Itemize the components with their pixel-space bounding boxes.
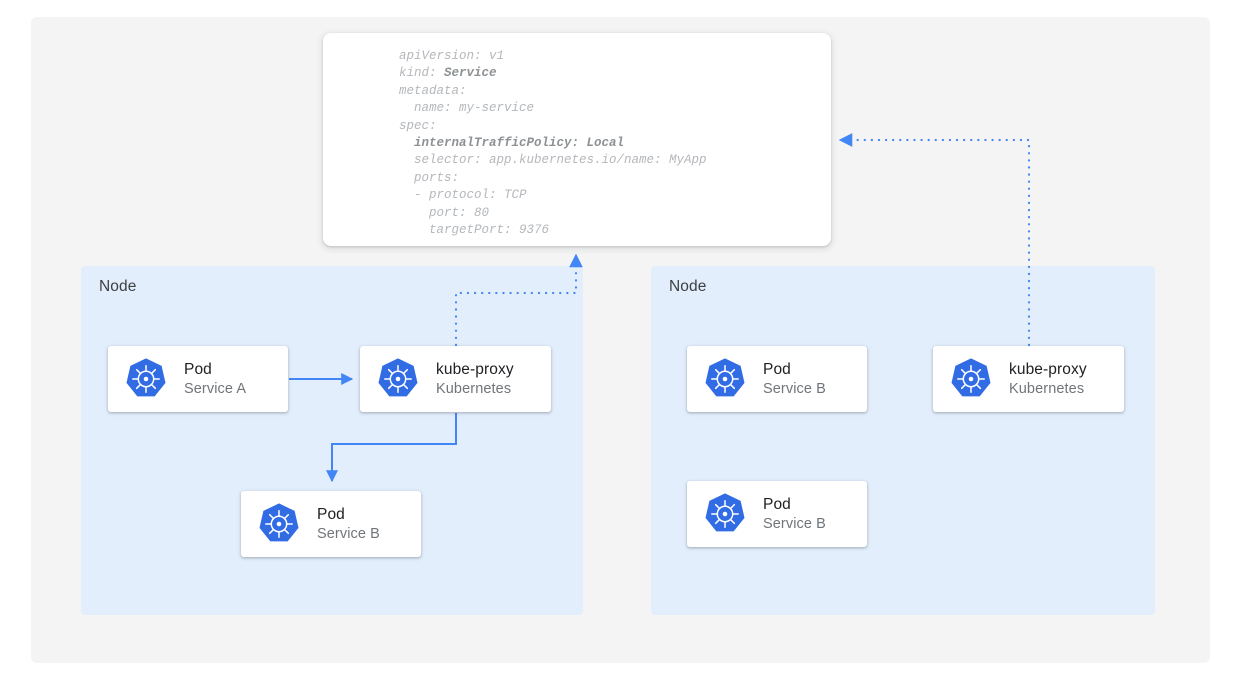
- card-text: Pod Service B: [763, 495, 826, 533]
- card-pod-service-b-right-bottom[interactable]: Pod Service B: [687, 481, 867, 547]
- card-text: Pod Service B: [317, 505, 380, 543]
- card-title: Pod: [317, 505, 345, 523]
- yaml-line-internaltrafficpolicy: internalTrafficPolicy: Local: [399, 136, 625, 151]
- service-manifest-code: apiVersion: v1 kind: Service metadata: n…: [399, 48, 707, 239]
- yaml-line-ports: ports:: [399, 170, 460, 185]
- kubernetes-icon: [705, 358, 745, 397]
- yaml-line-spec: spec:: [399, 118, 437, 133]
- yaml-line-protocol: - protocol: TCP: [399, 188, 527, 203]
- kubernetes-icon: [951, 358, 991, 397]
- card-subtitle: Kubernetes: [436, 380, 512, 397]
- node-panel-right: Node: [651, 266, 1155, 615]
- node-label-right: Node: [669, 278, 707, 295]
- node-label-left: Node: [99, 278, 137, 295]
- card-title: Pod: [184, 360, 212, 378]
- yaml-line-targetport: targetPort: 9376: [399, 223, 550, 238]
- yaml-line-metadata: metadata:: [399, 83, 467, 98]
- yaml-line-port: port: 80: [399, 205, 490, 220]
- kubernetes-icon: [378, 358, 418, 397]
- kubernetes-icon: [705, 493, 745, 532]
- card-text: kube-proxy Kubernetes: [1009, 360, 1087, 398]
- card-pod-service-b-left[interactable]: Pod Service B: [241, 491, 421, 557]
- card-title: Pod: [763, 360, 791, 378]
- card-text: Pod Service A: [184, 360, 246, 398]
- card-subtitle: Service B: [763, 515, 826, 532]
- node-panel-left: Node: [81, 266, 583, 615]
- yaml-line-name: name: my-service: [399, 101, 535, 116]
- card-text: Pod Service B: [763, 360, 826, 398]
- kubernetes-icon: [126, 358, 166, 397]
- yaml-line-apiversion: apiVersion: v1: [399, 49, 505, 63]
- yaml-line-selector: selector: app.kubernetes.io/name: MyApp: [399, 153, 707, 168]
- card-pod-service-a[interactable]: Pod Service A: [108, 346, 288, 412]
- card-kube-proxy-left[interactable]: kube-proxy Kubernetes: [360, 346, 551, 412]
- yaml-line-kind: kind: Service: [399, 66, 497, 81]
- card-title: Pod: [763, 495, 791, 513]
- card-kube-proxy-right[interactable]: kube-proxy Kubernetes: [933, 346, 1124, 412]
- card-title: kube-proxy: [436, 360, 514, 378]
- card-subtitle: Kubernetes: [1009, 380, 1085, 397]
- kubernetes-icon: [259, 503, 299, 542]
- card-text: kube-proxy Kubernetes: [436, 360, 514, 398]
- card-subtitle: Service B: [317, 525, 380, 542]
- card-subtitle: Service B: [763, 380, 826, 397]
- card-subtitle: Service A: [184, 380, 247, 397]
- service-manifest-panel: apiVersion: v1 kind: Service metadata: n…: [323, 33, 831, 246]
- card-title: kube-proxy: [1009, 360, 1087, 378]
- card-pod-service-b-right-top[interactable]: Pod Service B: [687, 346, 867, 412]
